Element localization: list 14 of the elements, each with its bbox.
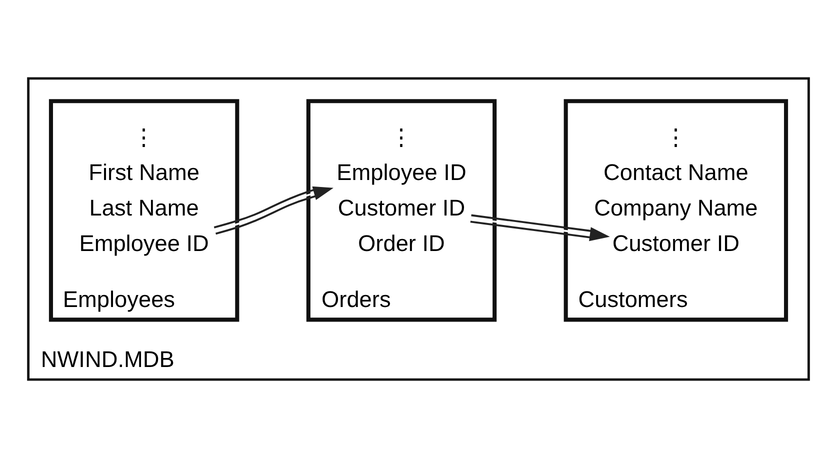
arrow bbox=[470, 214, 610, 242]
node-text: First Name bbox=[88, 158, 200, 185]
node-text: ⋮ bbox=[664, 123, 688, 150]
node-text: Employee ID bbox=[79, 230, 209, 256]
node-text: Customer ID bbox=[612, 230, 740, 256]
node-text: ⋮ bbox=[390, 123, 413, 150]
node-text: Customer ID bbox=[338, 194, 466, 221]
node-text: Order ID bbox=[358, 230, 445, 256]
arrow bbox=[214, 186, 334, 235]
node-text: Company Name bbox=[594, 194, 758, 221]
node-text: Employee ID bbox=[336, 158, 466, 185]
node-text: Last Name bbox=[89, 194, 199, 221]
node-text: Contact Name bbox=[604, 158, 748, 185]
node-text: ⋮ bbox=[132, 123, 156, 150]
